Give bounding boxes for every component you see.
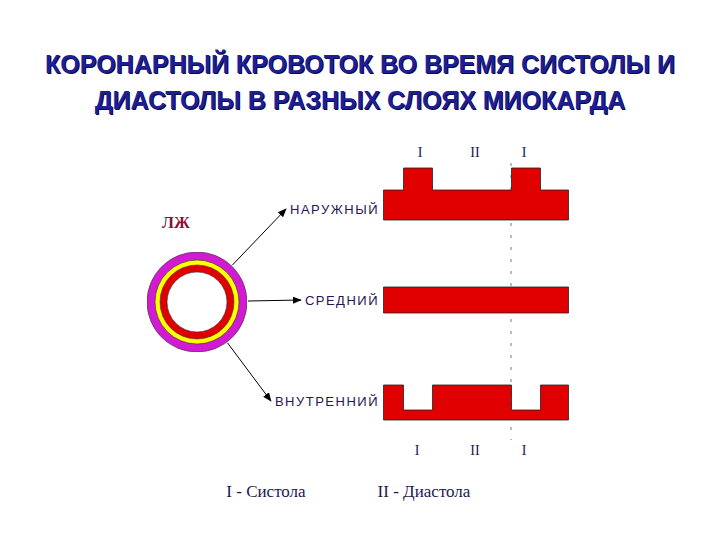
flow-bar [383,380,570,424]
phase-marker: II [470,145,479,161]
myocardium-ring [160,265,234,339]
phase-key: II - Диастола [378,482,471,502]
flow-shape [384,168,569,220]
phase-marker: II [470,443,479,459]
myocardium-ring [147,252,247,352]
title: КОРОНАРНЫЙ КРОВОТОК ВО ВРЕМЯ СИСТОЛЫ И Д… [40,46,680,118]
layer-label: ВНУТРЕННИЙ [275,394,379,409]
myocardium-ring [167,272,227,332]
layer-label: СРЕДНИЙ [305,293,379,308]
phase-marker: I [522,443,527,459]
chamber-label: ЛЖ [162,214,190,232]
leader-arrow [228,343,271,401]
flow-waveform: СРЕДНИЙ [303,282,570,318]
phase-marker: I [522,145,527,161]
flow-waveform: ВНУТРЕННИЙ [273,380,570,424]
ventricle-circle: ЛЖ [140,214,256,356]
phase-marker: I [418,145,423,161]
flow-shape [384,385,569,420]
phase-marker: I [415,443,420,459]
leader-arrow [232,209,286,265]
flow-bar [383,282,570,318]
flow-shape [384,287,569,313]
layer-label: НАРУЖНЫЙ [290,202,379,217]
myocardium-ring [155,260,239,344]
myocardium-rings [147,252,247,352]
flow-bar [383,164,570,224]
leader-arrow [248,300,301,301]
flow-waveform: НАРУЖНЫЙ [288,164,570,224]
phase-key: I - Систола [226,482,305,502]
